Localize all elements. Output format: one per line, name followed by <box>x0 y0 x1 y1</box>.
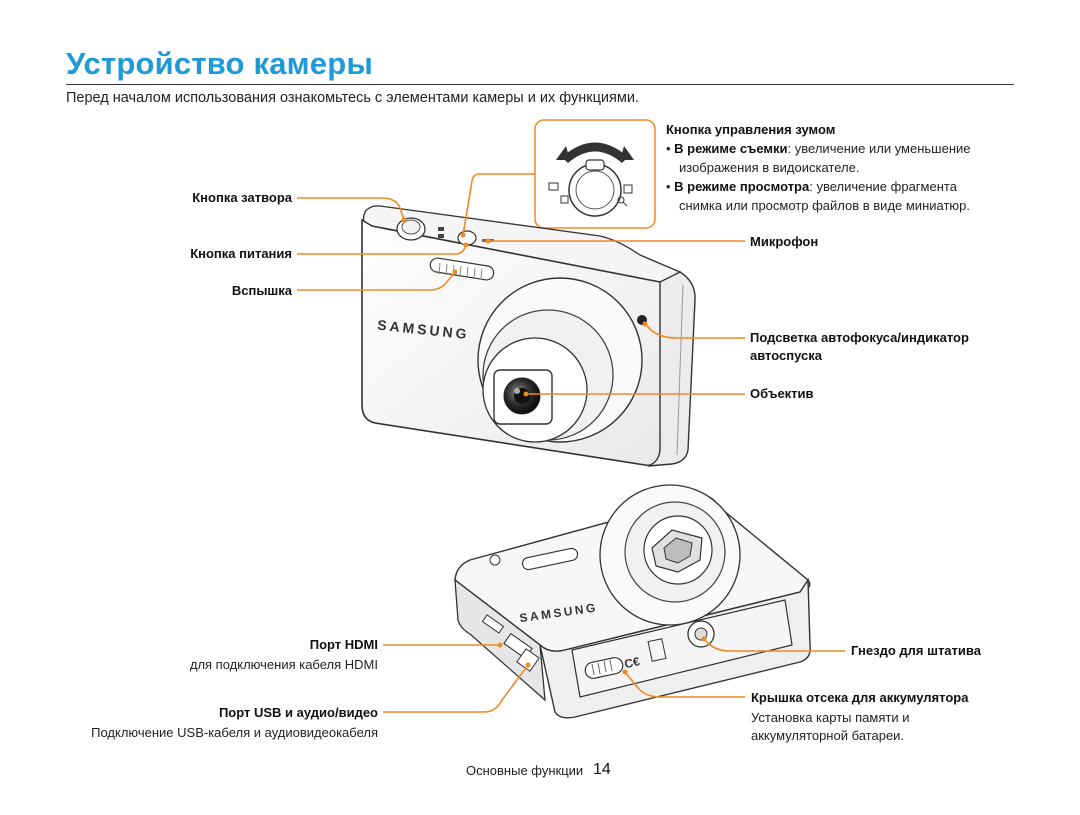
label-af-lamp-line2: автоспуска <box>750 348 822 363</box>
label-shutter: Кнопка затвора <box>192 190 292 205</box>
intro-text: Перед началом использования ознакомьтесь… <box>66 90 639 106</box>
label-battery-desc-2: аккумуляторной батареи. <box>751 728 905 743</box>
title-rule <box>66 84 1014 85</box>
label-tripod: Гнездо для штатива <box>851 643 981 658</box>
label-flash: Вспышка <box>231 283 292 298</box>
label-hdmi-desc: для подключения кабеля HDMI <box>189 657 378 672</box>
label-battery-desc-1: Установка карты памяти и <box>751 710 910 725</box>
camera-bottom: C€ SAMSUNG <box>454 484 811 719</box>
zoom-item-shoot-mode: В режиме съемки <box>674 141 788 156</box>
label-battery: Крышка отсека для аккумулятора <box>751 690 969 705</box>
svg-text:C€: C€ <box>623 654 641 671</box>
label-af-lamp-line1: Подсветка автофокуса/индикатор <box>750 330 969 345</box>
page-title: Устройство камеры <box>66 46 374 81</box>
zoom-item-shoot-line2: изображения в видоискателе. <box>679 160 860 175</box>
label-usb: Порт USB и аудио/видео <box>218 705 378 720</box>
label-hdmi: Порт HDMI <box>309 637 378 652</box>
zoom-item-play-line1: : увеличение фрагмента <box>809 179 957 194</box>
zoom-item-play-line2: снимка или просмотр файлов в виде миниат… <box>679 198 971 213</box>
zoom-item-play: • В режиме просмотра: увеличение фрагмен… <box>666 177 1011 215</box>
zoom-item-shoot: • В режиме съемки: увеличение или уменьш… <box>666 139 1011 177</box>
label-usb-desc: Подключение USB-кабеля и аудиовидеокабел… <box>91 725 378 740</box>
label-power: Кнопка питания <box>190 246 292 261</box>
label-lens: Объектив <box>750 386 814 401</box>
leader-lines <box>297 173 845 713</box>
leader-dots <box>401 217 707 675</box>
zoom-heading: Кнопка управления зумом <box>666 122 836 137</box>
zoom-inset <box>534 119 656 229</box>
footer-section: Основные функции <box>466 763 584 778</box>
camera-front: SAMSUNG <box>361 205 696 467</box>
zoom-item-shoot-line1: : увеличение или уменьшение <box>787 141 971 156</box>
zoom-item-play-mode: В режиме просмотра <box>674 179 810 194</box>
footer-page-number: 14 <box>593 761 611 778</box>
label-microphone: Микрофон <box>750 234 819 249</box>
